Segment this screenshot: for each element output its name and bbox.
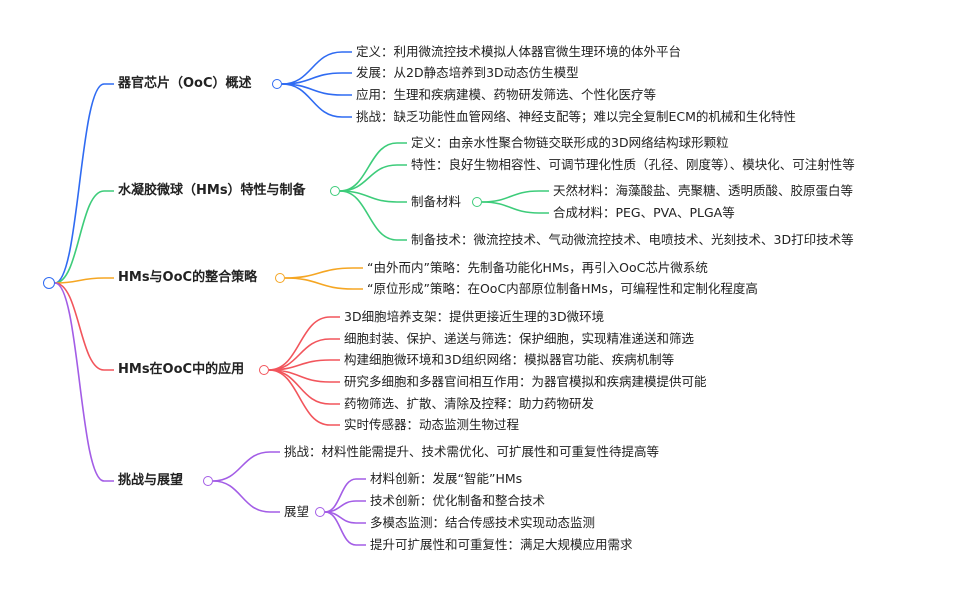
connector-line (481, 190, 549, 203)
list-item: “原位形成”策略：在OoC内部原位制备HMs，可编程性和定制化程度高 (367, 281, 758, 296)
list-item: 发展：从2D静态培养到3D动态仿生模型 (356, 65, 579, 80)
list-item: 多模态监测：结合传感技术实现动态监测 (370, 515, 596, 530)
list-item: 定义：由亲水性聚合物链交联形成的3D网络结构球形颗粒 (411, 135, 729, 150)
connector-line (54, 282, 114, 482)
connector-line (324, 500, 366, 513)
list-item: 天然材料：海藻酸盐、壳聚糖、透明质酸、胶原蛋白等 (553, 183, 854, 198)
list-item: 制备技术：微流控技术、气动微流控技术、电喷技术、光刻技术、3D打印技术等 (411, 232, 854, 247)
connector-line (54, 190, 114, 284)
list-item: 技术创新：优化制备和整合技术 (370, 493, 546, 508)
branch-collapse-circle[interactable] (472, 197, 482, 207)
connector-line (268, 369, 340, 426)
root-node-circle[interactable] (43, 277, 55, 289)
connector-line (54, 282, 114, 371)
list-item: 提升可扩展性和可重复性：满足大规模应用需求 (370, 537, 633, 552)
connector-line (284, 277, 363, 290)
list-item: 材料创新：发展“智能”HMs (370, 471, 523, 486)
branch-hms-properties[interactable]: 水凝胶微球（HMs）特性与制备 (118, 183, 306, 198)
branch-collapse-circle[interactable] (315, 507, 325, 517)
connector-line (324, 511, 366, 546)
list-item: 挑战：材料性能需提升、技术需优化、可扩展性和可重复性待提高等 (284, 444, 660, 459)
branch-integration-strategy[interactable]: HMs与OoC的整合策略 (118, 270, 258, 285)
list-item: 细胞封装、保护、递送与筛选：保护细胞，实现精准递送和筛选 (344, 331, 695, 346)
list-item: 药物筛选、扩散、清除及控释：助力药物研发 (344, 396, 595, 411)
connector-line (212, 480, 280, 513)
branch-ooc-overview[interactable]: 器官芯片（OoC）概述 (118, 76, 252, 91)
branch-challenges-outlook[interactable]: 挑战与展望 (118, 473, 184, 488)
connector-line (339, 164, 407, 192)
sub-branch-outlook[interactable]: 展望 (284, 504, 310, 519)
list-item: 3D细胞培养支架：提供更接近生理的3D微环境 (344, 309, 605, 324)
connector-line (268, 338, 340, 371)
connector-line (212, 451, 280, 482)
connector-line (339, 190, 407, 203)
list-item: 应用：生理和疾病建模、药物研发筛选、个性化医疗等 (356, 87, 657, 102)
branch-collapse-circle[interactable] (259, 365, 269, 375)
branch-collapse-circle[interactable] (203, 476, 213, 486)
branch-collapse-circle[interactable] (272, 79, 282, 89)
connector-line (284, 267, 363, 279)
connector-line (268, 369, 340, 405)
connector-line (339, 190, 407, 241)
connector-line (54, 277, 114, 284)
list-item: 挑战：缺乏功能性血管网络、神经支配等；难以完全复制ECM的机械和生化特性 (356, 109, 796, 124)
connector-line (324, 478, 366, 513)
list-item: 定义：利用微流控技术模拟人体器官微生理环境的体外平台 (356, 44, 682, 59)
list-item: 构建细胞微环境和3D组织网络：模拟器官功能、疾病机制等 (344, 352, 675, 367)
list-item: 特性：良好生物相容性、可调节理化性质（孔径、刚度等）、模块化、可注射性等 (411, 157, 855, 172)
list-item: “由外而内”策略：先制备功能化HMs，再引入OoC芯片微系统 (367, 260, 708, 275)
list-item: 实时传感器：动态监测生物过程 (344, 417, 520, 432)
connector-line (268, 316, 340, 371)
connector-line (54, 83, 114, 284)
branch-applications[interactable]: HMs在OoC中的应用 (118, 362, 245, 377)
list-item: 研究多细胞和多器官间相互作用：为器官模拟和疾病建模提供可能 (344, 374, 707, 389)
connector-line (481, 201, 549, 214)
sub-branch-materials[interactable]: 制备材料 (411, 194, 462, 209)
branch-collapse-circle[interactable] (330, 186, 340, 196)
connector-line (281, 83, 352, 118)
connector-line (281, 51, 352, 85)
connector-line (339, 142, 407, 192)
list-item: 合成材料：PEG、PVA、PLGA等 (553, 205, 735, 220)
branch-collapse-circle[interactable] (275, 273, 285, 283)
